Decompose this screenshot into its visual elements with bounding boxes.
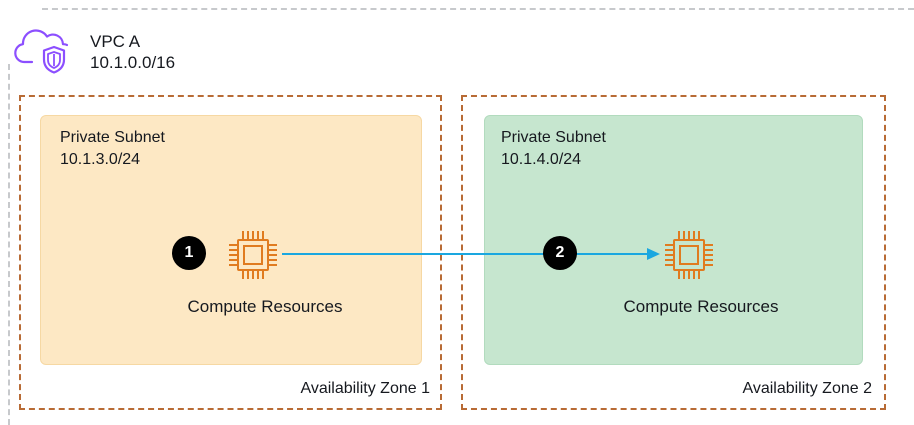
availability-zone-2 — [461, 95, 886, 410]
vpc-name: VPC A — [90, 32, 141, 51]
compute-2-label: Compute Resources — [623, 297, 779, 316]
vpc-cloud-shield-icon — [14, 29, 69, 74]
vpc-cidr: 10.1.0.0/16 — [90, 53, 176, 72]
vpc-boundary-left — [8, 64, 10, 425]
compute-1-label: Compute Resources — [187, 297, 343, 316]
availability-zone-1 — [19, 95, 442, 410]
private-subnet-1 — [40, 115, 422, 365]
subnet-1-name: Private Subnet — [60, 129, 165, 146]
compute-chip-icon — [229, 231, 277, 279]
subnet-1-label: Private Subnet 10.1.3.0/24 — [60, 127, 165, 171]
subnet-2-name: Private Subnet — [501, 129, 606, 146]
vpc-label: VPC A 10.1.0.0/16 — [90, 31, 175, 73]
subnet-2-label: Private Subnet 10.1.4.0/24 — [501, 127, 606, 171]
step-1-badge: 1 — [172, 236, 206, 270]
availability-zone-1-label: Availability Zone 1 — [300, 380, 430, 397]
subnet-1-cidr: 10.1.3.0/24 — [60, 151, 141, 168]
compute-chip-icon — [665, 231, 713, 279]
vpc-boundary-top — [42, 8, 914, 10]
step-2-badge: 2 — [543, 236, 577, 270]
subnet-2-cidr: 10.1.4.0/24 — [501, 151, 582, 168]
availability-zone-2-label: Availability Zone 2 — [742, 380, 872, 397]
